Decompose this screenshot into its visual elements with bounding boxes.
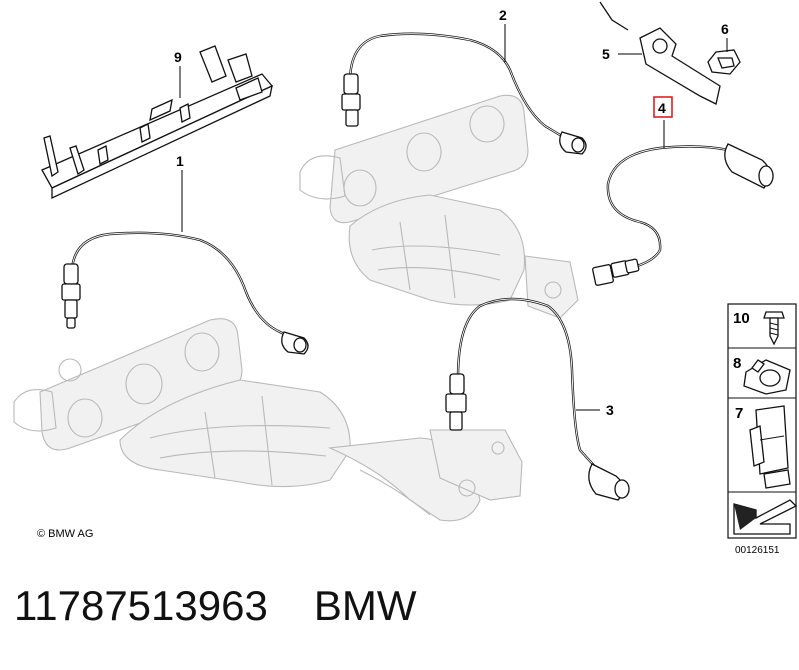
callout-1: 1 <box>176 153 184 169</box>
arrow-icon <box>733 499 798 535</box>
upper-exhaust-manifold <box>299 94 579 319</box>
lower-exhaust-manifold <box>13 318 523 522</box>
diagram-id: 00126151 <box>735 545 780 556</box>
cable-bracket-part-9 <box>41 45 274 200</box>
brand-name: BMW <box>313 582 417 629</box>
legend-8: 8 <box>733 355 741 372</box>
copyright-label: © BMW AG <box>37 528 93 540</box>
callout-2: 2 <box>499 7 507 23</box>
oxygen-sensor-part-2 <box>341 32 587 155</box>
oxygen-sensor-part-1 <box>61 231 309 355</box>
oxygen-sensor-part-3 <box>445 297 630 501</box>
callout-4-highlight-box <box>653 96 673 118</box>
callout-4: 4 <box>658 100 666 116</box>
callout-6: 6 <box>721 21 729 37</box>
clip-part-7 <box>749 405 791 489</box>
callout-3: 3 <box>606 402 614 418</box>
cable-clip-part-8 <box>743 359 791 395</box>
parts-diagram: 9 2 1 3 5 6 4 10 8 7 <box>13 1 798 556</box>
fasteners-legend: 10 8 7 <box>727 303 798 539</box>
callout-9: 9 <box>174 49 182 65</box>
sensor-holder-part-5 <box>599 1 721 105</box>
callout-5: 5 <box>602 46 610 62</box>
footer: 11787513963 BMW <box>14 582 416 652</box>
legend-7: 7 <box>735 405 743 422</box>
clip-part-6 <box>707 49 741 75</box>
legend-10: 10 <box>733 310 750 327</box>
leader-lines <box>179 24 728 411</box>
screw-part-10 <box>763 311 785 346</box>
oxygen-sensor-part-4 <box>592 143 774 286</box>
part-number: 11787513963 <box>14 582 268 629</box>
